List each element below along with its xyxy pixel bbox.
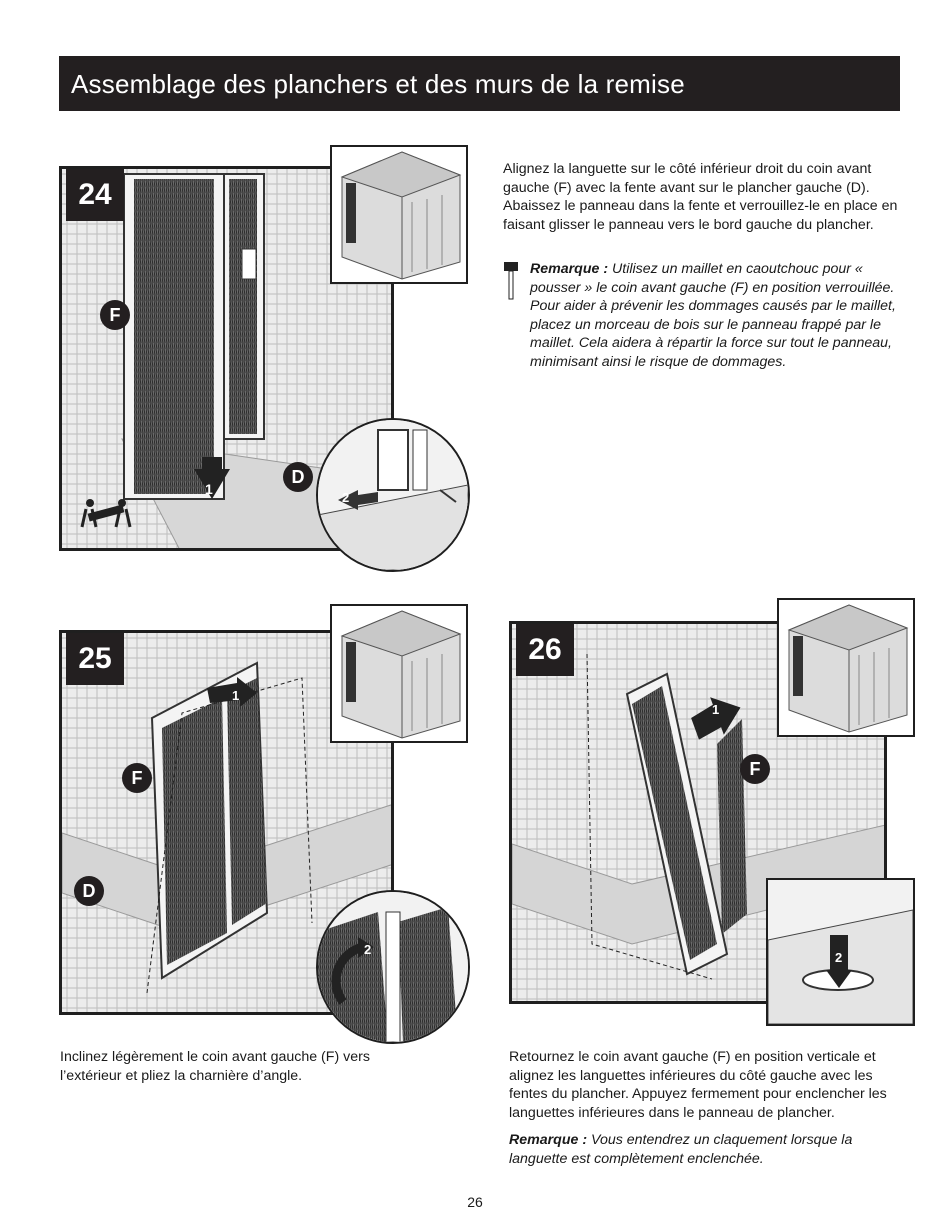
remark-label: Remarque :	[509, 1132, 588, 1148]
detail-arrow-2: 2	[364, 942, 372, 957]
step-24-instructions: Alignez la languette sur le côté inférie…	[503, 161, 898, 233]
mallet-icon	[504, 262, 518, 300]
hinge-detail: 2	[316, 890, 470, 1044]
page-number: 26	[467, 1194, 483, 1210]
remark-label: Remarque :	[530, 261, 609, 277]
step-26-instructions: Retournez le coin avant gauche (F) en po…	[509, 1049, 887, 1121]
arrow-step-1: 1	[712, 702, 720, 717]
detail-drawing	[767, 880, 914, 1025]
zoom-detail: 2	[316, 418, 470, 572]
part-label-f: F	[740, 754, 770, 784]
detail-drawing	[318, 420, 468, 570]
remark-text: Utilisez un maillet en caoutchouc pour «…	[530, 261, 896, 370]
detail-arrow-2: 2	[835, 950, 843, 965]
remark-text: Vous entendrez un claquement lorsque la …	[509, 1132, 853, 1167]
step-24-drawing	[62, 169, 391, 548]
shed-thumbnail	[777, 598, 915, 737]
part-label-f: F	[122, 763, 152, 793]
shed-thumbnail	[330, 145, 468, 284]
step-25-instructions: Inclinez légèrement le coin avant gauche…	[60, 1049, 370, 1084]
step-number: 24	[66, 169, 124, 221]
part-label-f: F	[100, 300, 130, 330]
step-26-remark: Remarque : Vous entendrez un claquement …	[509, 1131, 913, 1168]
shed-thumbnail	[330, 604, 468, 743]
part-label-d: D	[283, 462, 313, 492]
step-24-remark: Remarque : Utilisez un maillet en caoutc…	[530, 260, 900, 371]
detail-arrow-2: 2	[342, 490, 350, 505]
detail-drawing	[318, 892, 468, 1042]
arrow-step-1: 1	[205, 481, 213, 497]
arrow-step-1: 1	[232, 688, 240, 703]
step-number: 26	[516, 624, 574, 676]
tab-detail: 2	[766, 878, 915, 1026]
shed-icon	[787, 604, 909, 733]
shed-icon	[340, 610, 462, 739]
part-label-d: D	[74, 876, 104, 906]
page-title: Assemblage des planchers et des murs de …	[59, 56, 900, 111]
shed-icon	[340, 151, 462, 280]
step-number: 25	[66, 633, 124, 685]
